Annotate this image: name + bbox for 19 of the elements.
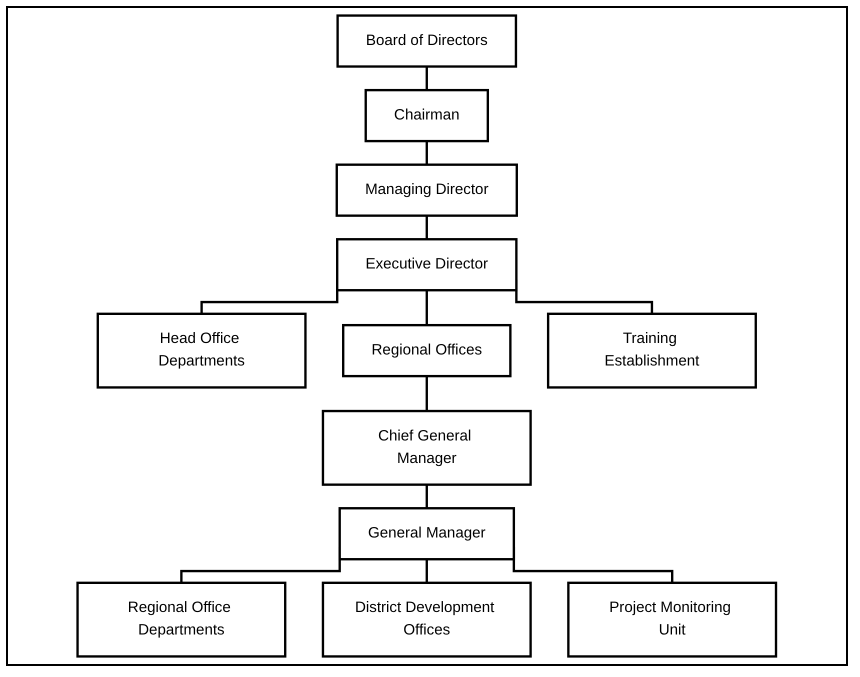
node-box: Board of Directors (336, 14, 518, 68)
connector (426, 290, 428, 326)
node-box: Chief General Manager (322, 410, 532, 486)
connector (426, 376, 428, 412)
node-box: Regional Offices (342, 324, 512, 378)
node-box: Executive Director (336, 238, 518, 292)
connector (426, 141, 428, 166)
connector (426, 66, 428, 92)
connector (426, 484, 428, 510)
node-box: District Development Offices (322, 582, 532, 658)
node-box: Managing Director (336, 164, 518, 217)
node-box: Training Establishment (547, 312, 758, 389)
node-box: Head Office Departments (96, 312, 307, 389)
node-box: Project Monitoring Unit (567, 582, 778, 658)
node-box: Regional Office Departments (76, 582, 287, 658)
connector (426, 559, 428, 584)
node-box: Chairman (364, 88, 490, 142)
connector (426, 216, 428, 240)
node-box: General Manager (338, 507, 516, 560)
